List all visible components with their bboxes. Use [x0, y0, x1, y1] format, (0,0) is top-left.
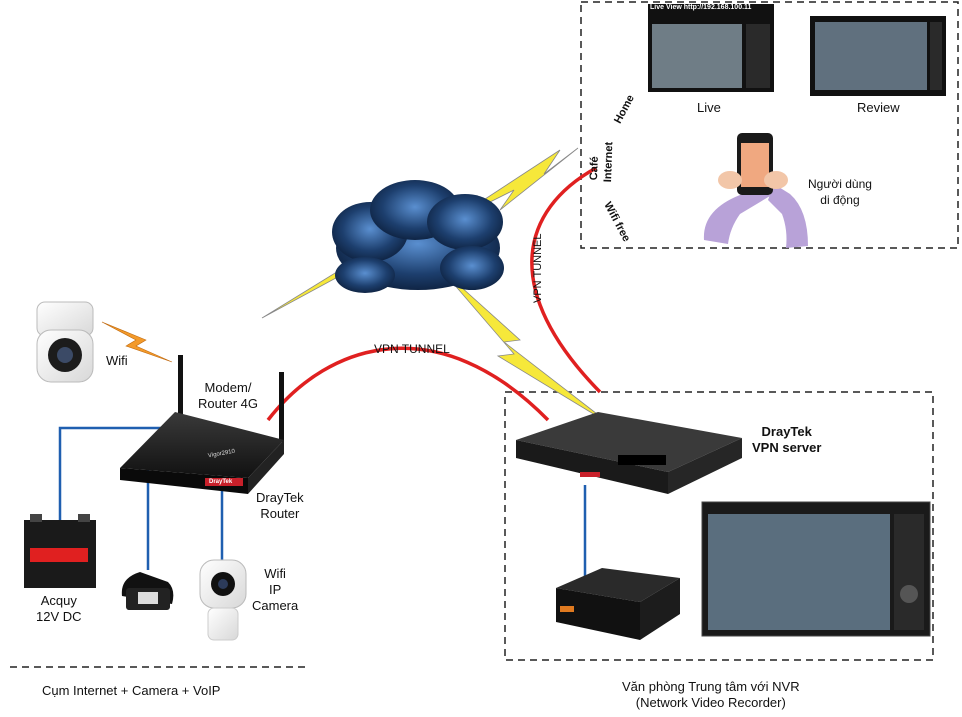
live-view-title-text: Live View — [650, 4, 682, 11]
mobile-user-label-line2: di động — [820, 193, 860, 207]
mobile-user-label: Người dùng di động — [808, 176, 872, 208]
remote-users-box — [580, 1, 959, 249]
draytek-router-label: DrayTek Router — [256, 490, 304, 522]
voip-phone-icon — [121, 572, 174, 610]
wifi-label: Wifi — [106, 353, 128, 368]
wifi-ip-camera-label-line1: Wifi — [264, 566, 286, 581]
vpn-tunnels — [266, 166, 602, 422]
mobile-user-icon — [703, 133, 808, 248]
vpn-server-label-line2: VPN server — [752, 440, 822, 455]
review-label: Review — [857, 100, 900, 115]
cafe-label: Café — [588, 156, 601, 181]
office-label: Văn phòng Trung tâm với NVR (Network Vid… — [622, 679, 800, 711]
live-view-title: Live View http://192.168.100.11 — [650, 4, 751, 12]
internet-label: Internet — [602, 141, 616, 183]
review-screen — [810, 16, 946, 96]
internet-cloud — [332, 180, 504, 293]
nvr-monitor-icon — [701, 501, 931, 637]
office-label-line1: Văn phòng Trung tâm với NVR — [622, 679, 800, 694]
wifi-ip-camera-icon — [199, 559, 247, 641]
live-view-screen — [648, 4, 774, 92]
router-logo-text: DrayTek — [209, 479, 233, 485]
nvr-box-icon — [556, 568, 680, 640]
modem-router-label-line1: Modem/ — [204, 380, 252, 395]
draytek-router-label-line2: Router — [260, 506, 300, 521]
draytek-router-label-line1: DrayTek — [256, 490, 304, 505]
modem-router-label: Modem/ Router 4G — [198, 380, 258, 412]
live-view-url: http://192.168.100.11 — [683, 4, 752, 11]
wifi-ip-camera-label-line3: Camera — [252, 598, 299, 613]
vpn-tunnel-right-label: VPN TUNNEL — [532, 233, 544, 303]
mobile-user-label-line1: Người dùng — [808, 177, 872, 191]
vpn-server-icon — [516, 412, 742, 494]
vpn-server-label: DrayTek VPN server — [752, 424, 821, 456]
live-label: Live — [697, 100, 721, 115]
vpn-tunnel-left — [266, 346, 550, 422]
wifi-signal-icon — [101, 321, 173, 363]
office-label-line2: (Network Video Recorder) — [635, 695, 786, 710]
battery-icon — [24, 514, 96, 588]
vpn-tunnel-right — [530, 166, 602, 394]
group-left-label: Cụm Internet + Camera + VoIP — [42, 683, 221, 698]
battery-label-line2: 12V DC — [36, 609, 82, 624]
modem-router-4g-icon — [120, 355, 284, 494]
battery-label: Acquy 12V DC — [36, 593, 82, 625]
ptz-camera-icon — [36, 301, 94, 383]
modem-router-label-line2: Router 4G — [198, 396, 258, 411]
wifi-ip-camera-label: Wifi IP Camera — [252, 566, 298, 614]
battery-label-line1: Acquy — [40, 593, 77, 608]
vpn-server-label-line1: DrayTek — [761, 424, 812, 439]
vpn-tunnel-left-label: VPN TUNNEL — [374, 342, 450, 356]
wifi-ip-camera-label-line2: IP — [268, 582, 282, 597]
lan-cables — [58, 426, 587, 578]
